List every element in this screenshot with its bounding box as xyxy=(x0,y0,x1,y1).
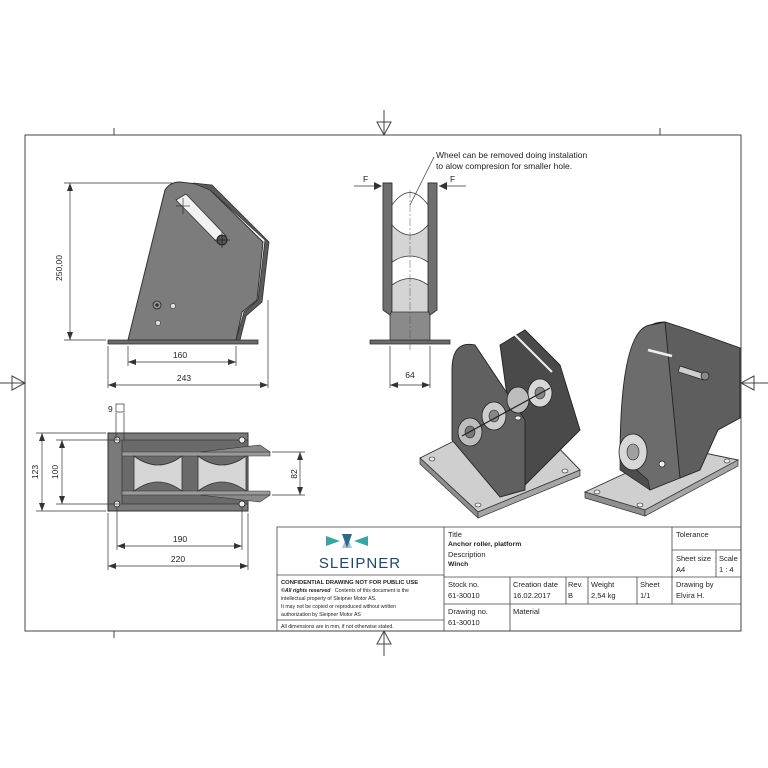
confidential-notice: CONFIDENTIAL DRAWING NOT FOR PUBLIC USE xyxy=(281,580,418,586)
drawing-by-label: Drawing by xyxy=(676,580,714,589)
drawing-no-value: 61-30010 xyxy=(448,618,480,627)
force-label-left: F xyxy=(363,174,368,184)
wheel-note-line2: to alow compresion for smaller hole. xyxy=(436,161,572,171)
dim-top-small: 9 xyxy=(108,404,113,414)
logo-wordmark: SLEIPNER xyxy=(319,555,401,572)
side-view: 250,00 160 243 xyxy=(54,181,270,388)
force-label-right: F xyxy=(450,174,455,184)
isometric-view-right xyxy=(583,321,741,517)
description-value: Winch xyxy=(448,561,468,568)
tolerance-label: Tolerance xyxy=(676,530,709,539)
creation-date-value: 16.02.2017 xyxy=(513,591,551,600)
title-value: Anchor roller, platform xyxy=(448,541,521,548)
weight-value: 2,54 kg xyxy=(591,591,616,600)
dim-side-height: 250,00 xyxy=(54,255,64,281)
dim-front-width: 64 xyxy=(405,370,415,380)
sheet-size-label: Sheet size xyxy=(676,554,711,563)
revision-value: B xyxy=(568,591,573,600)
rights-label: ©All rights reserved xyxy=(281,587,331,594)
dim-top-total-width: 220 xyxy=(171,554,185,564)
weight-label: Weight xyxy=(591,580,615,589)
rights-line-2: intellectual property of Sleipner Motor … xyxy=(281,596,376,602)
title-label: Title xyxy=(448,530,462,539)
rights-text: Contents of this document is the xyxy=(335,588,409,594)
description-label: Description xyxy=(448,550,486,559)
isometric-view-left xyxy=(419,329,581,519)
dim-top-height-inner: 100 xyxy=(50,465,60,479)
sheet-label: Sheet xyxy=(640,580,661,589)
scale-value: 1 : 4 xyxy=(719,565,734,574)
stock-value: 61-30010 xyxy=(448,591,480,600)
sheet-value: 1/1 xyxy=(640,591,650,600)
drawing-by-value: Elvira H. xyxy=(676,591,704,600)
front-view: F F Wheel can be removed doing instalati… xyxy=(354,150,587,388)
scale-label: Scale xyxy=(719,554,738,563)
revision-label: Rev. xyxy=(568,580,583,589)
sheet-size-value: A4 xyxy=(676,565,685,574)
top-view: 9 123 100 xyxy=(30,403,305,570)
drawing-no-label: Drawing no. xyxy=(448,607,488,616)
material-label: Material xyxy=(513,607,540,616)
company-logo xyxy=(326,534,368,548)
creation-date-label: Creation date xyxy=(513,580,558,589)
dimensions-note: All dimensions are in mm, if not otherwi… xyxy=(281,624,394,630)
wheel-note-line1: Wheel can be removed doing instalation xyxy=(436,150,587,160)
dim-side-total: 243 xyxy=(177,373,191,383)
stock-label: Stock no. xyxy=(448,580,479,589)
title-block xyxy=(276,526,742,632)
rights-line-3: It may not be copied or reproduced witho… xyxy=(281,604,396,610)
dim-top-right: 82 xyxy=(289,469,299,479)
dim-side-base: 160 xyxy=(173,350,187,360)
rights-line-4: authorization by Sleipner Motor AS xyxy=(281,612,361,618)
rights-line-1: ©All rights reserved Contents of this do… xyxy=(281,587,409,594)
dim-top-height-outer: 123 xyxy=(30,465,40,479)
dim-top-inner-width: 190 xyxy=(173,534,187,544)
centering-marks xyxy=(0,110,768,656)
